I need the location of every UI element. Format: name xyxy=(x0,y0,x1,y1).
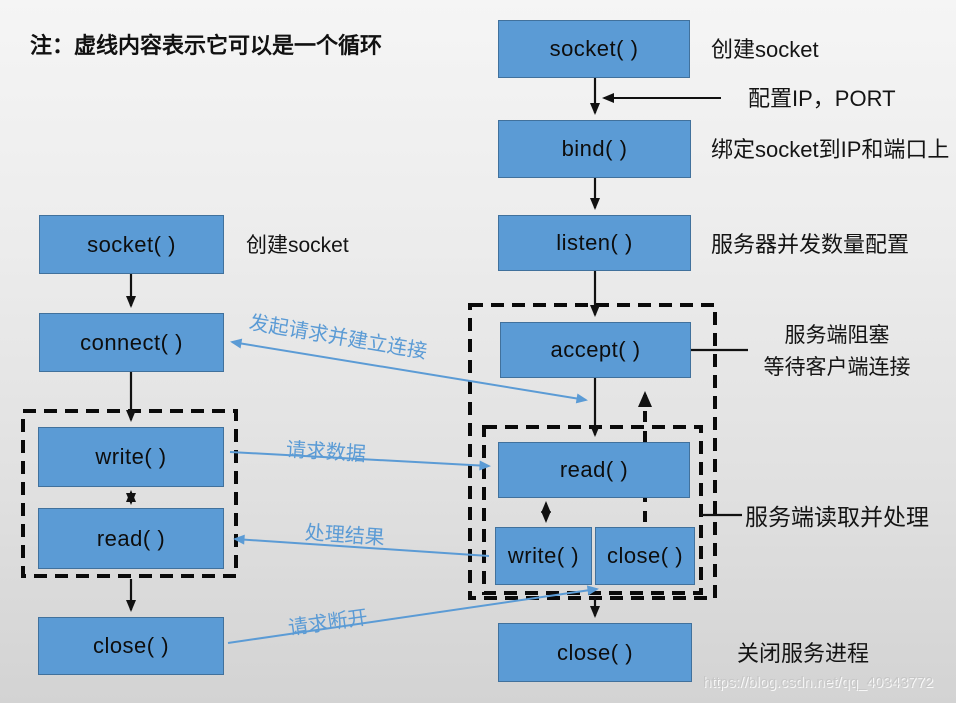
watermark-url: https://blog.csdn.net/qq_40343772 xyxy=(703,674,934,691)
client-connect-box: connect( ) xyxy=(39,313,224,372)
flow-label-request-close: 请求断开 xyxy=(286,606,370,640)
server-listen-box: listen( ) xyxy=(498,215,691,271)
config-ip-port-note: 配置IP，PORT xyxy=(748,86,896,111)
server-accept-note-line2: 等待客户端连接 xyxy=(763,356,911,379)
client-close-box: close( ) xyxy=(38,617,224,675)
flow-label-process-result: 处理结果 xyxy=(304,521,386,550)
client-socket-box: socket( ) xyxy=(39,215,224,274)
server-socket-note: 创建socket xyxy=(711,37,819,62)
server-accept-note-line1: 服务端阻塞 xyxy=(784,324,890,347)
server-bind-note: 绑定socket到IP和端口上 xyxy=(711,137,950,162)
server-process-note: 服务端读取并处理 xyxy=(745,504,929,530)
server-close-final-box: close( ) xyxy=(498,623,692,682)
client-socket-note: 创建socket xyxy=(246,234,349,257)
client-read-box: read( ) xyxy=(38,508,224,569)
flow-label-connect-accept: 发起请求并建立连接 xyxy=(247,311,429,364)
server-accept-note: 服务端阻塞 等待客户端连接 xyxy=(748,320,926,384)
server-listen-note: 服务器并发数量配置 xyxy=(711,232,910,257)
server-close-note: 关闭服务进程 xyxy=(737,641,870,666)
server-accept-box: accept( ) xyxy=(500,322,691,378)
server-close-loop-box: close( ) xyxy=(595,527,695,585)
server-read-box: read( ) xyxy=(498,442,690,498)
server-bind-box: bind( ) xyxy=(498,120,691,178)
flow-label-request-data: 请求数据 xyxy=(285,438,367,466)
client-write-box: write( ) xyxy=(38,427,224,487)
server-write-box: write( ) xyxy=(495,527,592,585)
loop-note: 注：虚线内容表示它可以是一个循环 xyxy=(30,33,383,58)
server-socket-box: socket( ) xyxy=(498,20,690,78)
